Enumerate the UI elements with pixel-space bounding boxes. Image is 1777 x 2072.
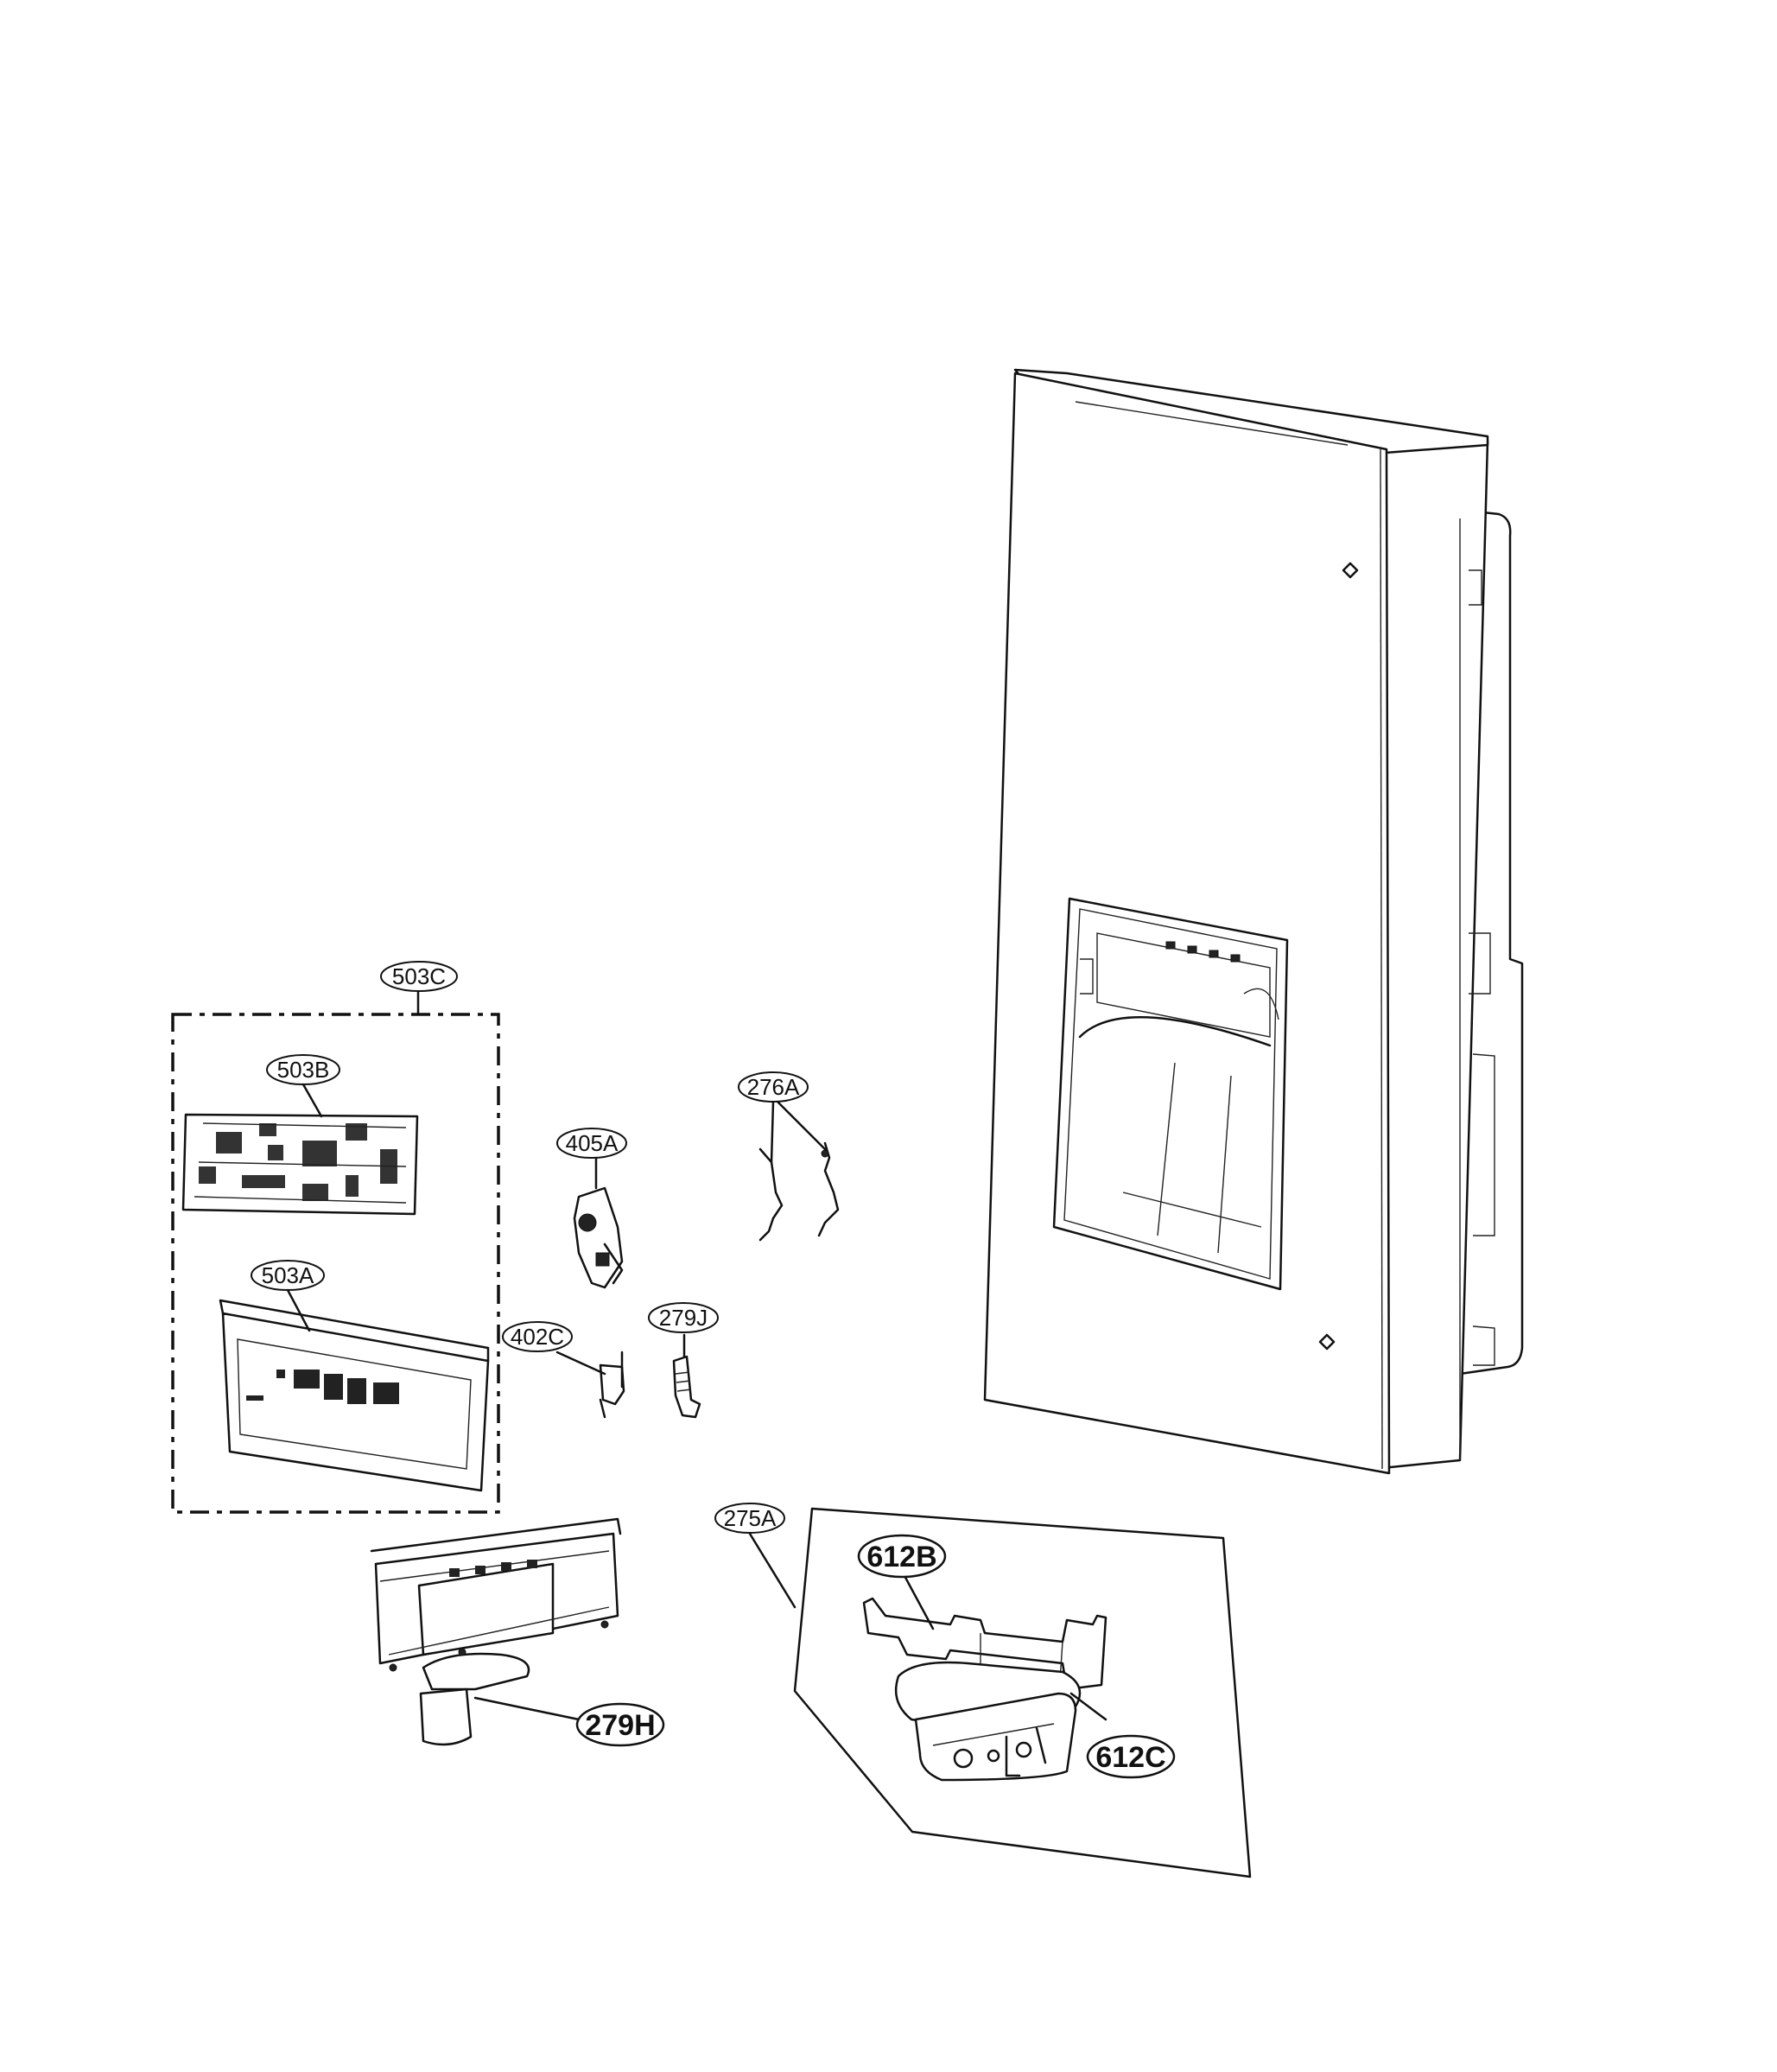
pcb-board — [181, 1113, 419, 1216]
svg-text:279H: 279H — [585, 1709, 655, 1742]
callout-503a: 503A — [251, 1260, 325, 1332]
callout-279h: 279H — [575, 1702, 665, 1747]
screw-279j — [672, 1333, 701, 1419]
callout-503b: 503B — [266, 1054, 340, 1118]
springs-276a — [758, 1100, 840, 1242]
svg-text:279J: 279J — [659, 1305, 708, 1331]
display-frame — [219, 1299, 490, 1492]
callout-279j: 279J — [648, 1302, 719, 1333]
control-assembly-box — [171, 988, 500, 1514]
svg-text:503C: 503C — [392, 963, 446, 989]
svg-text:612C: 612C — [1095, 1741, 1165, 1774]
callout-503c: 503C — [380, 961, 458, 992]
callout-402c: 402C — [502, 1321, 573, 1352]
svg-text:405A: 405A — [566, 1130, 619, 1156]
callout-275a: 275A — [714, 1503, 785, 1534]
svg-text:402C: 402C — [511, 1324, 564, 1350]
motor-612c — [894, 1661, 1107, 1782]
svg-text:276A: 276A — [747, 1074, 800, 1100]
callout-612b: 612B — [857, 1534, 947, 1579]
svg-text:503A: 503A — [262, 1262, 314, 1288]
svg-text:503B: 503B — [277, 1057, 330, 1083]
switch-405a — [573, 1156, 624, 1289]
dispenser-recess — [1052, 897, 1289, 1291]
callout-405a: 405A — [556, 1128, 627, 1159]
callout-612c: 612C — [1086, 1734, 1176, 1779]
kit-275a-outline — [748, 1507, 1252, 1878]
svg-text:275A: 275A — [724, 1505, 777, 1531]
callout-276a: 276A — [738, 1071, 809, 1103]
svg-text:612B: 612B — [866, 1541, 936, 1573]
lever-279h — [370, 1517, 622, 1746]
door-assembly — [983, 368, 1524, 1475]
clip-402c — [555, 1351, 625, 1419]
